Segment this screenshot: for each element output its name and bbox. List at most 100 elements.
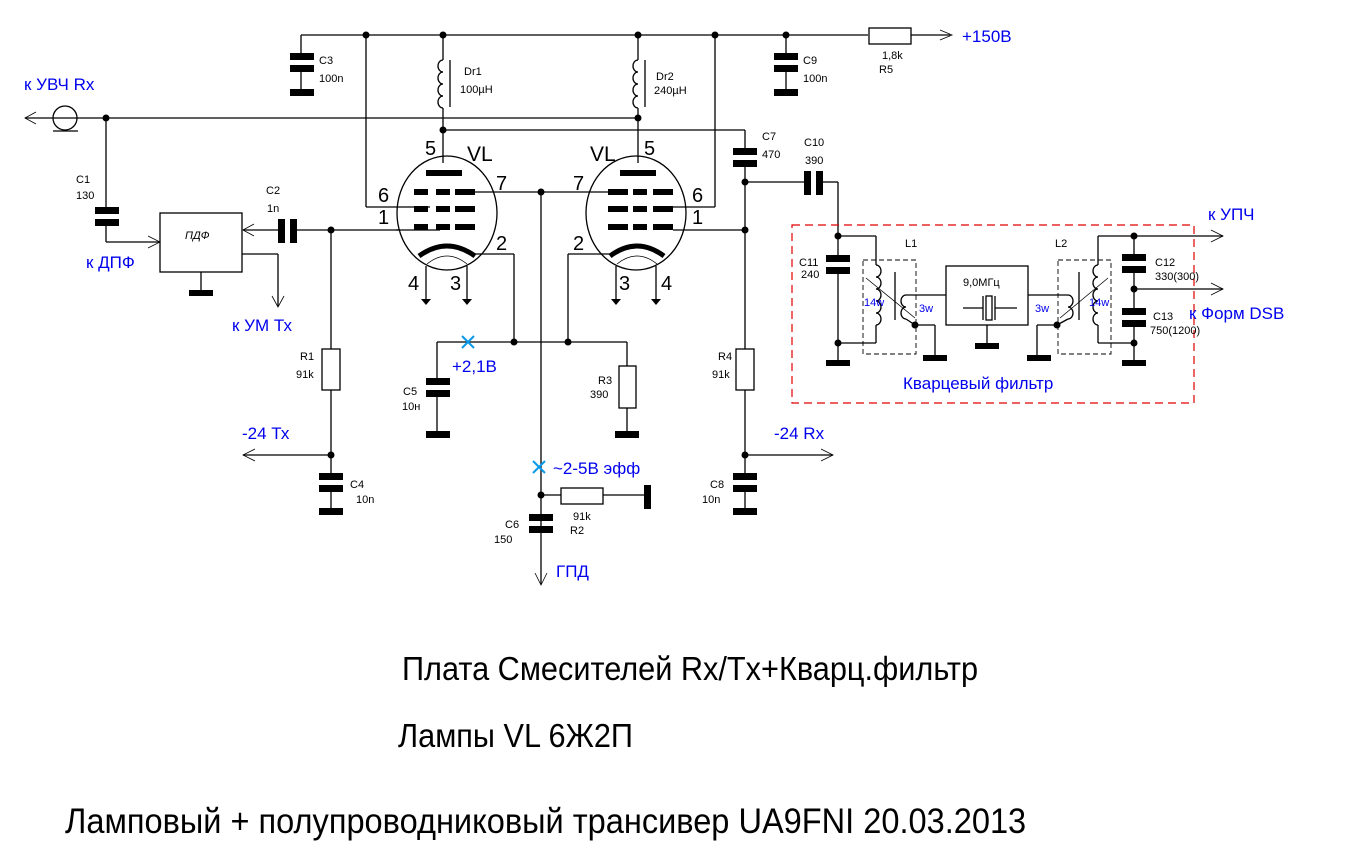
r2-ref: R2 xyxy=(570,525,584,537)
crystal-filter: C11 240 L1 14w 3w 9,0МГц xyxy=(791,224,1200,404)
c12-ref: C12 xyxy=(1155,257,1175,269)
tube1-pin6: 6 xyxy=(378,185,389,207)
c2-value: 1n xyxy=(267,203,279,215)
output-form-dsb xyxy=(1134,282,1224,296)
dr2-ref: Dr2 xyxy=(656,71,674,83)
crystal-filter-label: Кварцевый фильтр xyxy=(903,374,1053,393)
resistor-r1: R1 91k xyxy=(242,230,341,473)
r1-value: 91k xyxy=(296,369,314,381)
capacitor-c4: C4 10n xyxy=(319,473,374,515)
tube1-pin7: 7 xyxy=(496,173,507,195)
capacitor-c1: C1 130 xyxy=(76,118,161,249)
transformer-l1: L1 14w 3w xyxy=(838,235,947,361)
c9-ref: C9 xyxy=(803,55,817,67)
tube2-pin5: 5 xyxy=(644,138,655,160)
r4-ref: R4 xyxy=(718,351,732,363)
r5-value: 1,8k xyxy=(882,50,903,62)
tube1-pin4: 4 xyxy=(408,273,419,295)
testpoint-lo xyxy=(532,460,546,474)
tube1-pin3: 3 xyxy=(450,273,461,295)
dr2-value: 240µH xyxy=(654,85,687,97)
capacitor-c3: C3 100n xyxy=(290,53,343,96)
c11-ref: C11 xyxy=(799,257,818,269)
dr1-ref: Dr1 xyxy=(464,66,482,78)
tube2-pin1: 1 xyxy=(692,207,703,229)
c6-ref: C6 xyxy=(505,519,519,531)
capacitor-c9: C9 100n xyxy=(774,35,827,96)
tube2-pin7: 7 xyxy=(573,173,584,195)
c11-value: 240 xyxy=(801,269,819,281)
port-upch: к УПЧ xyxy=(1208,205,1255,224)
supply-rail xyxy=(300,31,868,55)
c4-ref: C4 xyxy=(350,479,364,491)
crystal-9mhz: 9,0МГц xyxy=(945,265,1029,349)
c5-ref: C5 xyxy=(403,386,417,398)
l1-primary-turns: 14w xyxy=(864,297,884,309)
tube2-pin3: 3 xyxy=(619,273,630,295)
tube2-pin6: 6 xyxy=(692,185,703,207)
resistor-r4: R4 91k xyxy=(712,348,834,473)
c1-value: 130 xyxy=(76,190,94,202)
output-upch xyxy=(1134,229,1224,243)
c8-value: 10n xyxy=(702,494,720,506)
l1-secondary-turns: 3w xyxy=(919,303,933,315)
c6-value: 150 xyxy=(494,534,512,546)
r1-ref: R1 xyxy=(300,351,314,363)
r5-ref: R5 xyxy=(879,64,893,76)
testpoint-cathode-label: +2,1В xyxy=(452,357,497,376)
tube2-pin4: 4 xyxy=(661,273,672,295)
testpoint-cathode xyxy=(461,335,475,349)
tube1-pin5: 5 xyxy=(425,138,436,160)
resistor-r3: R3 390 xyxy=(590,365,639,438)
c13-value: 750(1200) xyxy=(1150,325,1200,337)
r3-ref: R3 xyxy=(598,375,612,387)
crystal-frequency: 9,0МГц xyxy=(963,277,1000,289)
c5-value: 10н xyxy=(402,401,420,413)
port-uvch-rx: к УВЧ Rx xyxy=(24,75,95,94)
capacitor-c5: C5 10н xyxy=(402,378,450,438)
c4-value: 10n xyxy=(356,494,374,506)
port-minus24-tx: -24 Тх xyxy=(242,424,290,443)
l2-secondary-turns: 3w xyxy=(1035,303,1049,315)
lo-line xyxy=(534,188,548,586)
caption-board-title: Плата Смесителей Rx/Tx+Кварц.фильтр xyxy=(402,650,979,687)
l2-ref: L2 xyxy=(1055,238,1067,250)
c12-value: 330(300) xyxy=(1155,271,1199,283)
tube2-pin2: 2 xyxy=(573,233,584,255)
choke-dr2: Dr2 240µH xyxy=(632,35,687,163)
testpoint-lo-label: ~2-5В эфф xyxy=(553,459,640,478)
capacitor-c6: C6 150 xyxy=(494,514,553,546)
l1-ref: L1 xyxy=(905,238,917,250)
caption-tubes: Лампы VL 6Ж2П xyxy=(398,717,633,754)
tube1-label: VL xyxy=(467,143,493,166)
r2-value: 91k xyxy=(573,511,591,523)
tube1-pin1: 1 xyxy=(378,207,389,229)
anode-line xyxy=(443,129,746,148)
resistor-r5: 1,8k R5 xyxy=(868,27,954,76)
tube1-pin2: 2 xyxy=(496,233,507,255)
capacitor-c2: C2 1n xyxy=(243,185,400,243)
pdf-block: ПДФ xyxy=(159,212,285,308)
port-gpd: ГПД xyxy=(556,562,589,581)
port-um-tx: к УМ Тх xyxy=(232,316,292,335)
port-form-dsb: к Форм DSB xyxy=(1189,304,1284,323)
tube-vl1: 5 VL 6 1 7 2 4 3 xyxy=(365,35,541,342)
c1-ref: C1 xyxy=(76,174,90,186)
rf-input-line xyxy=(24,105,638,132)
c9-value: 100n xyxy=(803,73,827,85)
tube-vl2: VL 5 7 6 1 2 3 4 xyxy=(541,35,745,342)
port-plus150v: +150В xyxy=(962,27,1012,46)
c2-ref: C2 xyxy=(266,185,280,197)
r3-value: 390 xyxy=(590,389,608,401)
capacitor-c7: C7 470 xyxy=(733,131,780,349)
choke-dr1: Dr1 100µH xyxy=(437,35,493,163)
c7-ref: C7 xyxy=(762,131,776,143)
capacitor-c10: C10 390 xyxy=(745,137,839,236)
capacitor-c8: C8 10n xyxy=(702,473,757,515)
caption-transceiver: Ламповый + полупроводниковый трансивер U… xyxy=(65,802,1027,841)
c10-value: 390 xyxy=(805,155,823,167)
port-minus24-rx: -24 Rx xyxy=(774,424,825,443)
port-dpf: к ДПФ xyxy=(86,253,135,272)
c7-value: 470 xyxy=(762,149,780,161)
